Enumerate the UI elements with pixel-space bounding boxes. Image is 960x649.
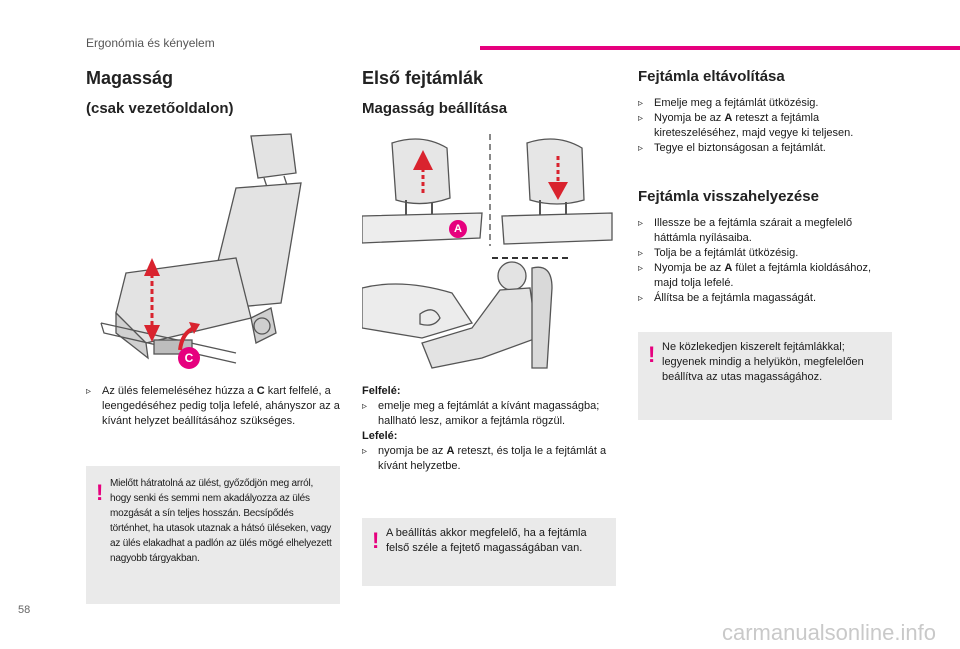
watermark: carmanualsonline.info [721,620,936,645]
text: Tolja be a fejtámlát ütközésig. [654,247,799,259]
list-item: Nyomja be az A reteszt a fejtámla kirete… [638,111,890,141]
text: reteszt, és tolja le a fejtámlát a kíván… [378,445,607,472]
refit-headrest-title: Fejtámla visszahelyezése [638,188,819,205]
text-bold: A [446,445,455,457]
list-item: Illessze be a fejtámla szárait a megfele… [638,216,890,246]
text: Nyomja be az [654,112,725,124]
remove-headrest-title: Fejtámla eltávolítása [638,68,785,85]
height-adjust-subtitle: Magasság beállítása [362,100,508,117]
text: fület a fejtámla kioldásához, majd tolja… [654,262,872,289]
headrest-removal-warning-box: ! Ne közlekedjen kiszerelt fejtámlákkal;… [638,332,892,420]
text-bold: A [724,112,733,124]
headrest-removal-warning-text: Ne közlekedjen kiszerelt fejtámlákkal; l… [662,341,864,383]
list-item: Emelje meg a fejtámlát ütközésig. [638,96,890,111]
seat-warning-text: Mielőtt hátratolná az ülést, győződjön m… [110,478,332,564]
text: reteszt a fejtámla kireteszeléséhez, maj… [654,112,854,139]
seat-warning-box: ! Mielőtt hátratolná az ülést, győződjön… [86,466,340,604]
down-instruction: nyomja be az A reteszt, és tolja le a fe… [362,444,612,474]
section-accent-bar [480,46,960,50]
text: Illessze be a fejtámla szárait a megfele… [654,217,853,244]
refit-headrest-list: Illessze be a fejtámla szárait a megfele… [638,216,890,306]
front-headrests-title: Első fejtámlák [362,68,484,88]
label-c-marker: C [178,347,200,369]
remove-headrest-list: Emelje meg a fejtámlát ütközésig. Nyomja… [638,96,890,156]
seat-height-instruction: Az ülés felemeléséhez húzza a C kart fel… [86,384,352,429]
headrest-adjust-instructions: Felfelé: emelje meg a fejtámlát a kívánt… [362,384,612,474]
text: Az ülés felemeléséhez húzza a [102,385,257,397]
text-bold: C [256,385,265,397]
list-item: Nyomja be az A fület a fejtámla kioldásá… [638,261,890,291]
warning-icon: ! [96,480,104,505]
up-instruction: emelje meg a fejtámlát a kívánt magasság… [362,399,612,429]
section-label: Ergonómia és kényelem [86,36,215,50]
seat-height-illustration [100,133,302,364]
list-item: Tolja be a fejtámlát ütközésig. [638,246,890,261]
text-bold: A [724,262,733,274]
up-label: Felfelé: [362,385,401,397]
down-label: Lefelé: [362,430,398,442]
text: Emelje meg a fejtámlát ütközésig. [654,97,819,109]
headrest-adjust-illustration [362,134,613,369]
headrest-warning-text: A beállítás akkor megfelelő, ha a fejtám… [386,527,587,554]
warning-icon: ! [372,528,380,553]
text: Állítsa be a fejtámla magasságát. [654,292,817,304]
text: Tegye el biztonságosan a fejtámlát. [654,142,826,154]
text: kart felfelé, a leengedéséhez pedig tolj… [102,385,340,427]
driver-side-subtitle: (csak vezetőoldalon) [86,100,234,117]
label-a-marker: A [449,220,467,238]
list-item: Tegye el biztonságosan a fejtámlát. [638,141,890,156]
list-item: Állítsa be a fejtámla magasságát. [638,291,890,306]
text: nyomja be az [378,445,447,457]
warning-icon: ! [648,342,656,367]
page-number: 58 [18,604,31,616]
headrest-warning-box: ! A beállítás akkor megfelelő, ha a fejt… [362,518,616,586]
height-title: Magasság [86,68,174,88]
text: Nyomja be az [654,262,725,274]
